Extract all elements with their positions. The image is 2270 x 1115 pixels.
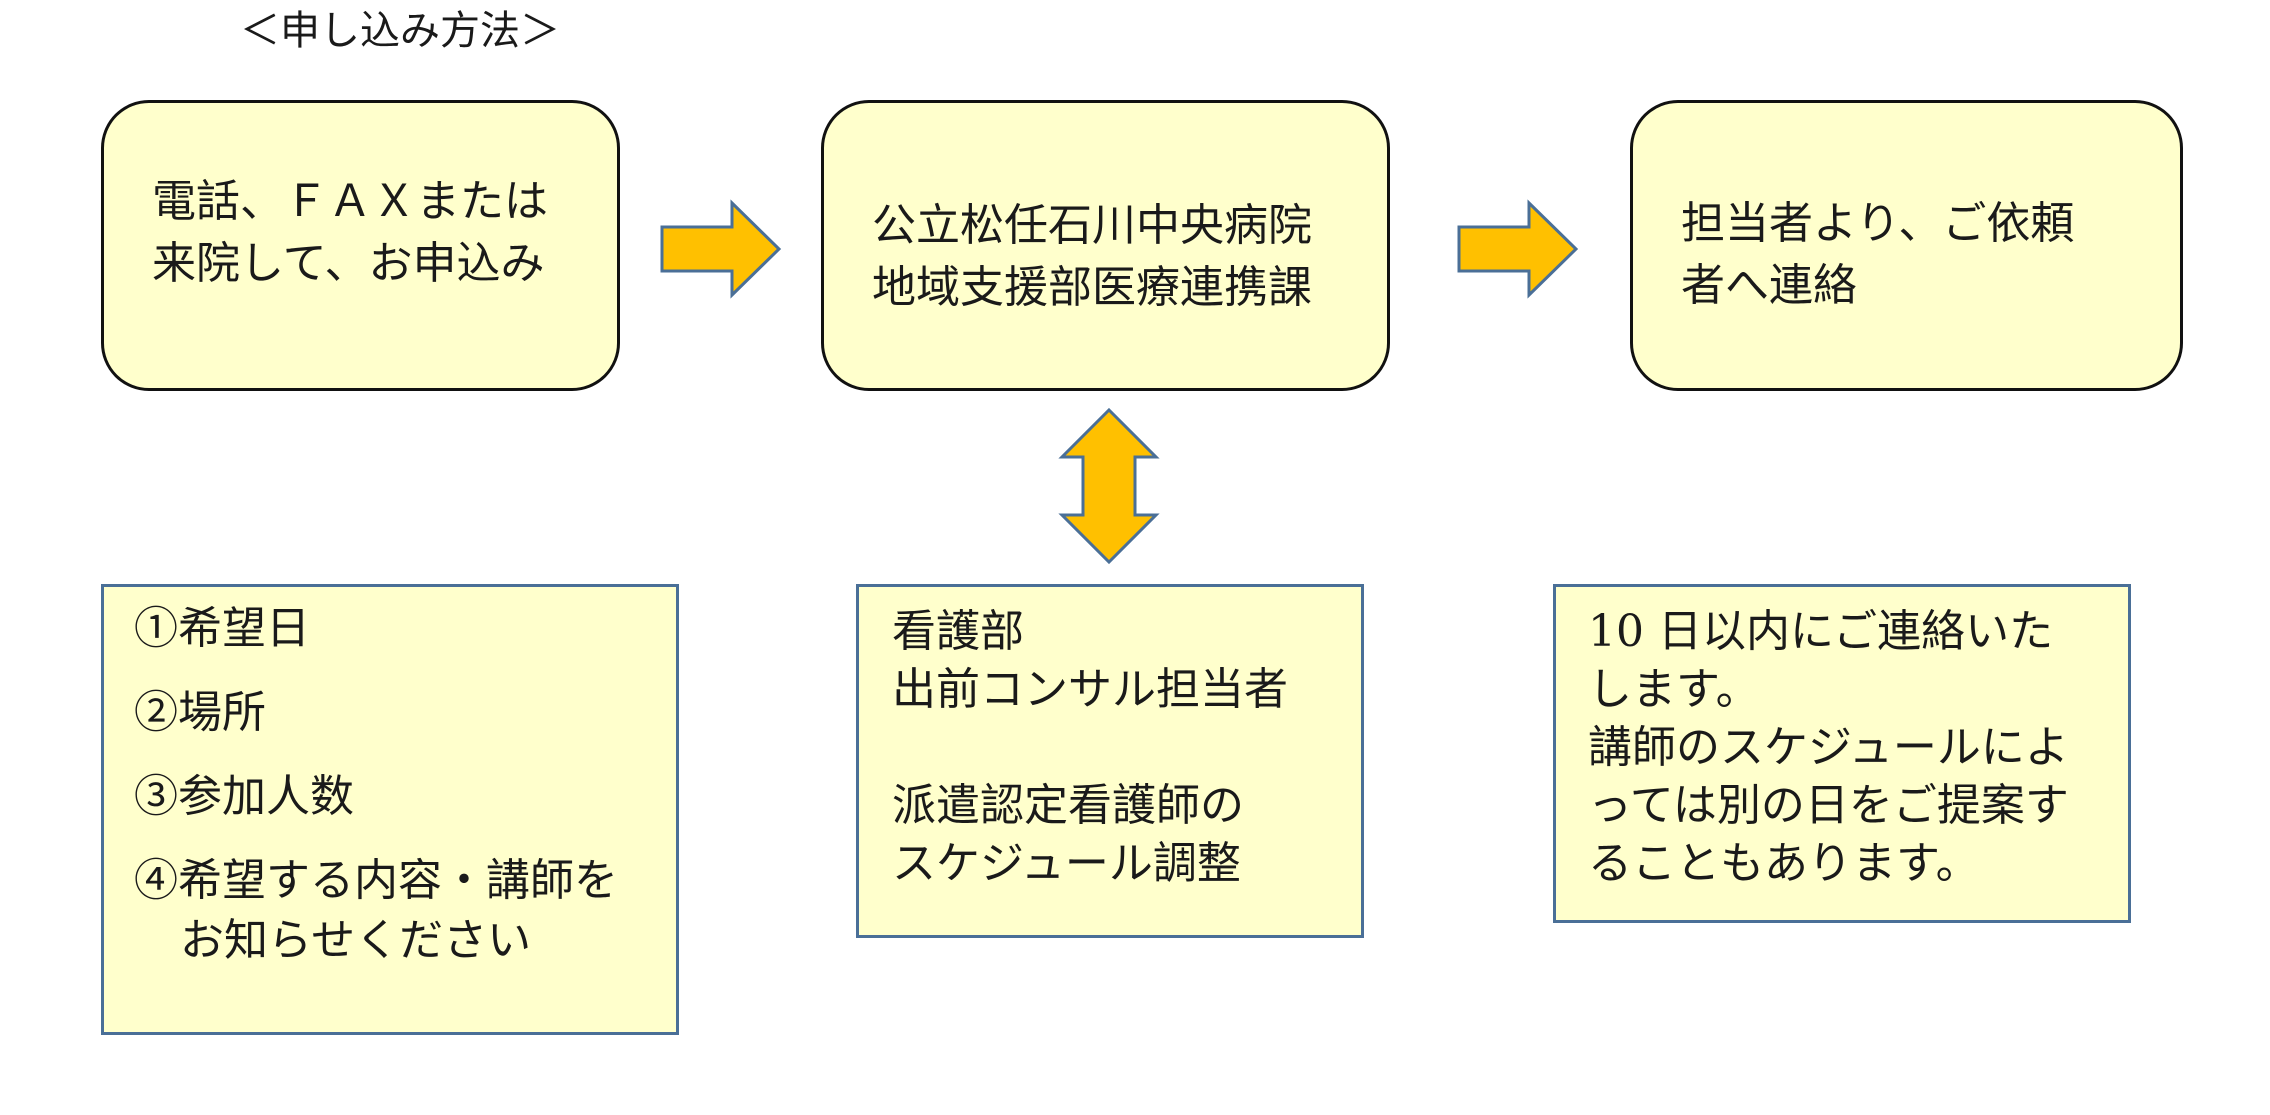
note-box-reply-info: 10 日以内にご連絡いた します。 講師のスケジュールによ っては別の日をご提案… <box>1553 584 2131 923</box>
flow-box-application-text: 電話、ＦＡＸまたは 来院して、お申込み <box>152 171 548 295</box>
flow-box-contact-requester: 担当者より、ご依頼 者へ連絡 <box>1630 100 2183 391</box>
double-arrow-vertical-icon <box>1058 407 1160 565</box>
spacer <box>892 719 1288 777</box>
nursing-dept-line: 派遣認定看護師の <box>892 780 1244 831</box>
spacer <box>134 659 618 683</box>
request-item: ①希望日 <box>134 603 310 654</box>
note-box-request-items: ①希望日 ②場所 ③参加人数 ④希望する内容・講師を お知らせください <box>101 584 679 1035</box>
flow-box-line: 者へ連絡 <box>1681 260 1857 311</box>
nursing-dept-line: 看護部 <box>892 606 1024 657</box>
page-title: ＜申し込み方法＞ <box>240 8 560 54</box>
right-arrow-icon <box>660 199 782 299</box>
reply-info-text: 10 日以内にご連絡いた します。 講師のスケジュールによ っては別の日をご提案… <box>1588 603 2069 893</box>
nursing-dept-line: 出前コンサル担当者 <box>892 664 1288 715</box>
reply-line: します。 <box>1588 664 1760 715</box>
flow-box-line: 来院して、お申込み <box>152 238 545 289</box>
flow-box-liaison-section: 公立松任石川中央病院 地域支援部医療連携課 <box>821 100 1390 391</box>
right-arrow-icon <box>1457 199 1579 299</box>
flow-box-liaison-section-text: 公立松任石川中央病院 地域支援部医療連携課 <box>872 195 1312 319</box>
reply-line: っては別の日をご提案す <box>1588 780 2069 831</box>
request-item-continuation: お知らせください <box>180 915 532 966</box>
reply-line: 講師のスケジュールによ <box>1588 722 2069 773</box>
nursing-dept-line: スケジュール調整 <box>892 838 1241 889</box>
nursing-dept-text: 看護部 出前コンサル担当者 派遣認定看護師の スケジュール調整 <box>892 603 1288 893</box>
spacer <box>134 743 618 767</box>
request-item: ④希望する内容・講師を <box>134 855 618 906</box>
flow-box-line: 公立松任石川中央病院 <box>872 200 1312 251</box>
request-item: ②場所 <box>134 687 266 738</box>
spacer <box>134 827 618 851</box>
flow-box-line: 地域支援部医療連携課 <box>872 262 1312 313</box>
reply-line: ることもあります。 <box>1588 838 1980 889</box>
reply-line: 10 日以内にご連絡いた <box>1588 606 2054 657</box>
note-box-nursing-dept: 看護部 出前コンサル担当者 派遣認定看護師の スケジュール調整 <box>856 584 1364 938</box>
flow-box-contact-requester-text: 担当者より、ご依頼 者へ連絡 <box>1681 193 2074 317</box>
flow-box-application: 電話、ＦＡＸまたは 来院して、お申込み <box>101 100 620 391</box>
flow-box-line: 担当者より、ご依頼 <box>1681 198 2075 249</box>
request-item: ③参加人数 <box>134 771 354 822</box>
request-items-list: ①希望日 ②場所 ③参加人数 ④希望する内容・講師を お知らせください <box>134 599 618 971</box>
flow-box-line: 電話、ＦＡＸまたは <box>152 176 548 227</box>
